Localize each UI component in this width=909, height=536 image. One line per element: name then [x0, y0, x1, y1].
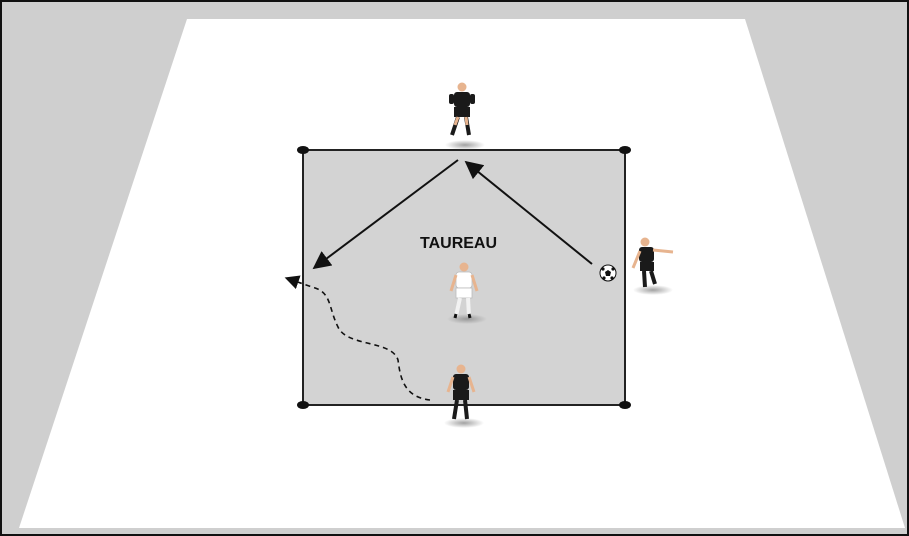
- cone-marker-icon: [619, 146, 631, 154]
- pass-arrow-top-to-left: [312, 159, 459, 270]
- cone-marker-icon: [619, 401, 631, 409]
- cone-marker-icon: [297, 146, 309, 154]
- cone-marker-icon: [297, 401, 309, 409]
- player-top: [445, 82, 485, 150]
- soccer-ball-icon: [599, 264, 617, 282]
- pass-arrow-right-to-top: [464, 160, 593, 265]
- player-right-with-ball: [631, 237, 674, 295]
- run-path-dashed: [284, 275, 431, 401]
- player-center-defender: [447, 262, 487, 324]
- player-bottom: [444, 364, 484, 428]
- diagram-title: TAUREAU: [420, 235, 497, 252]
